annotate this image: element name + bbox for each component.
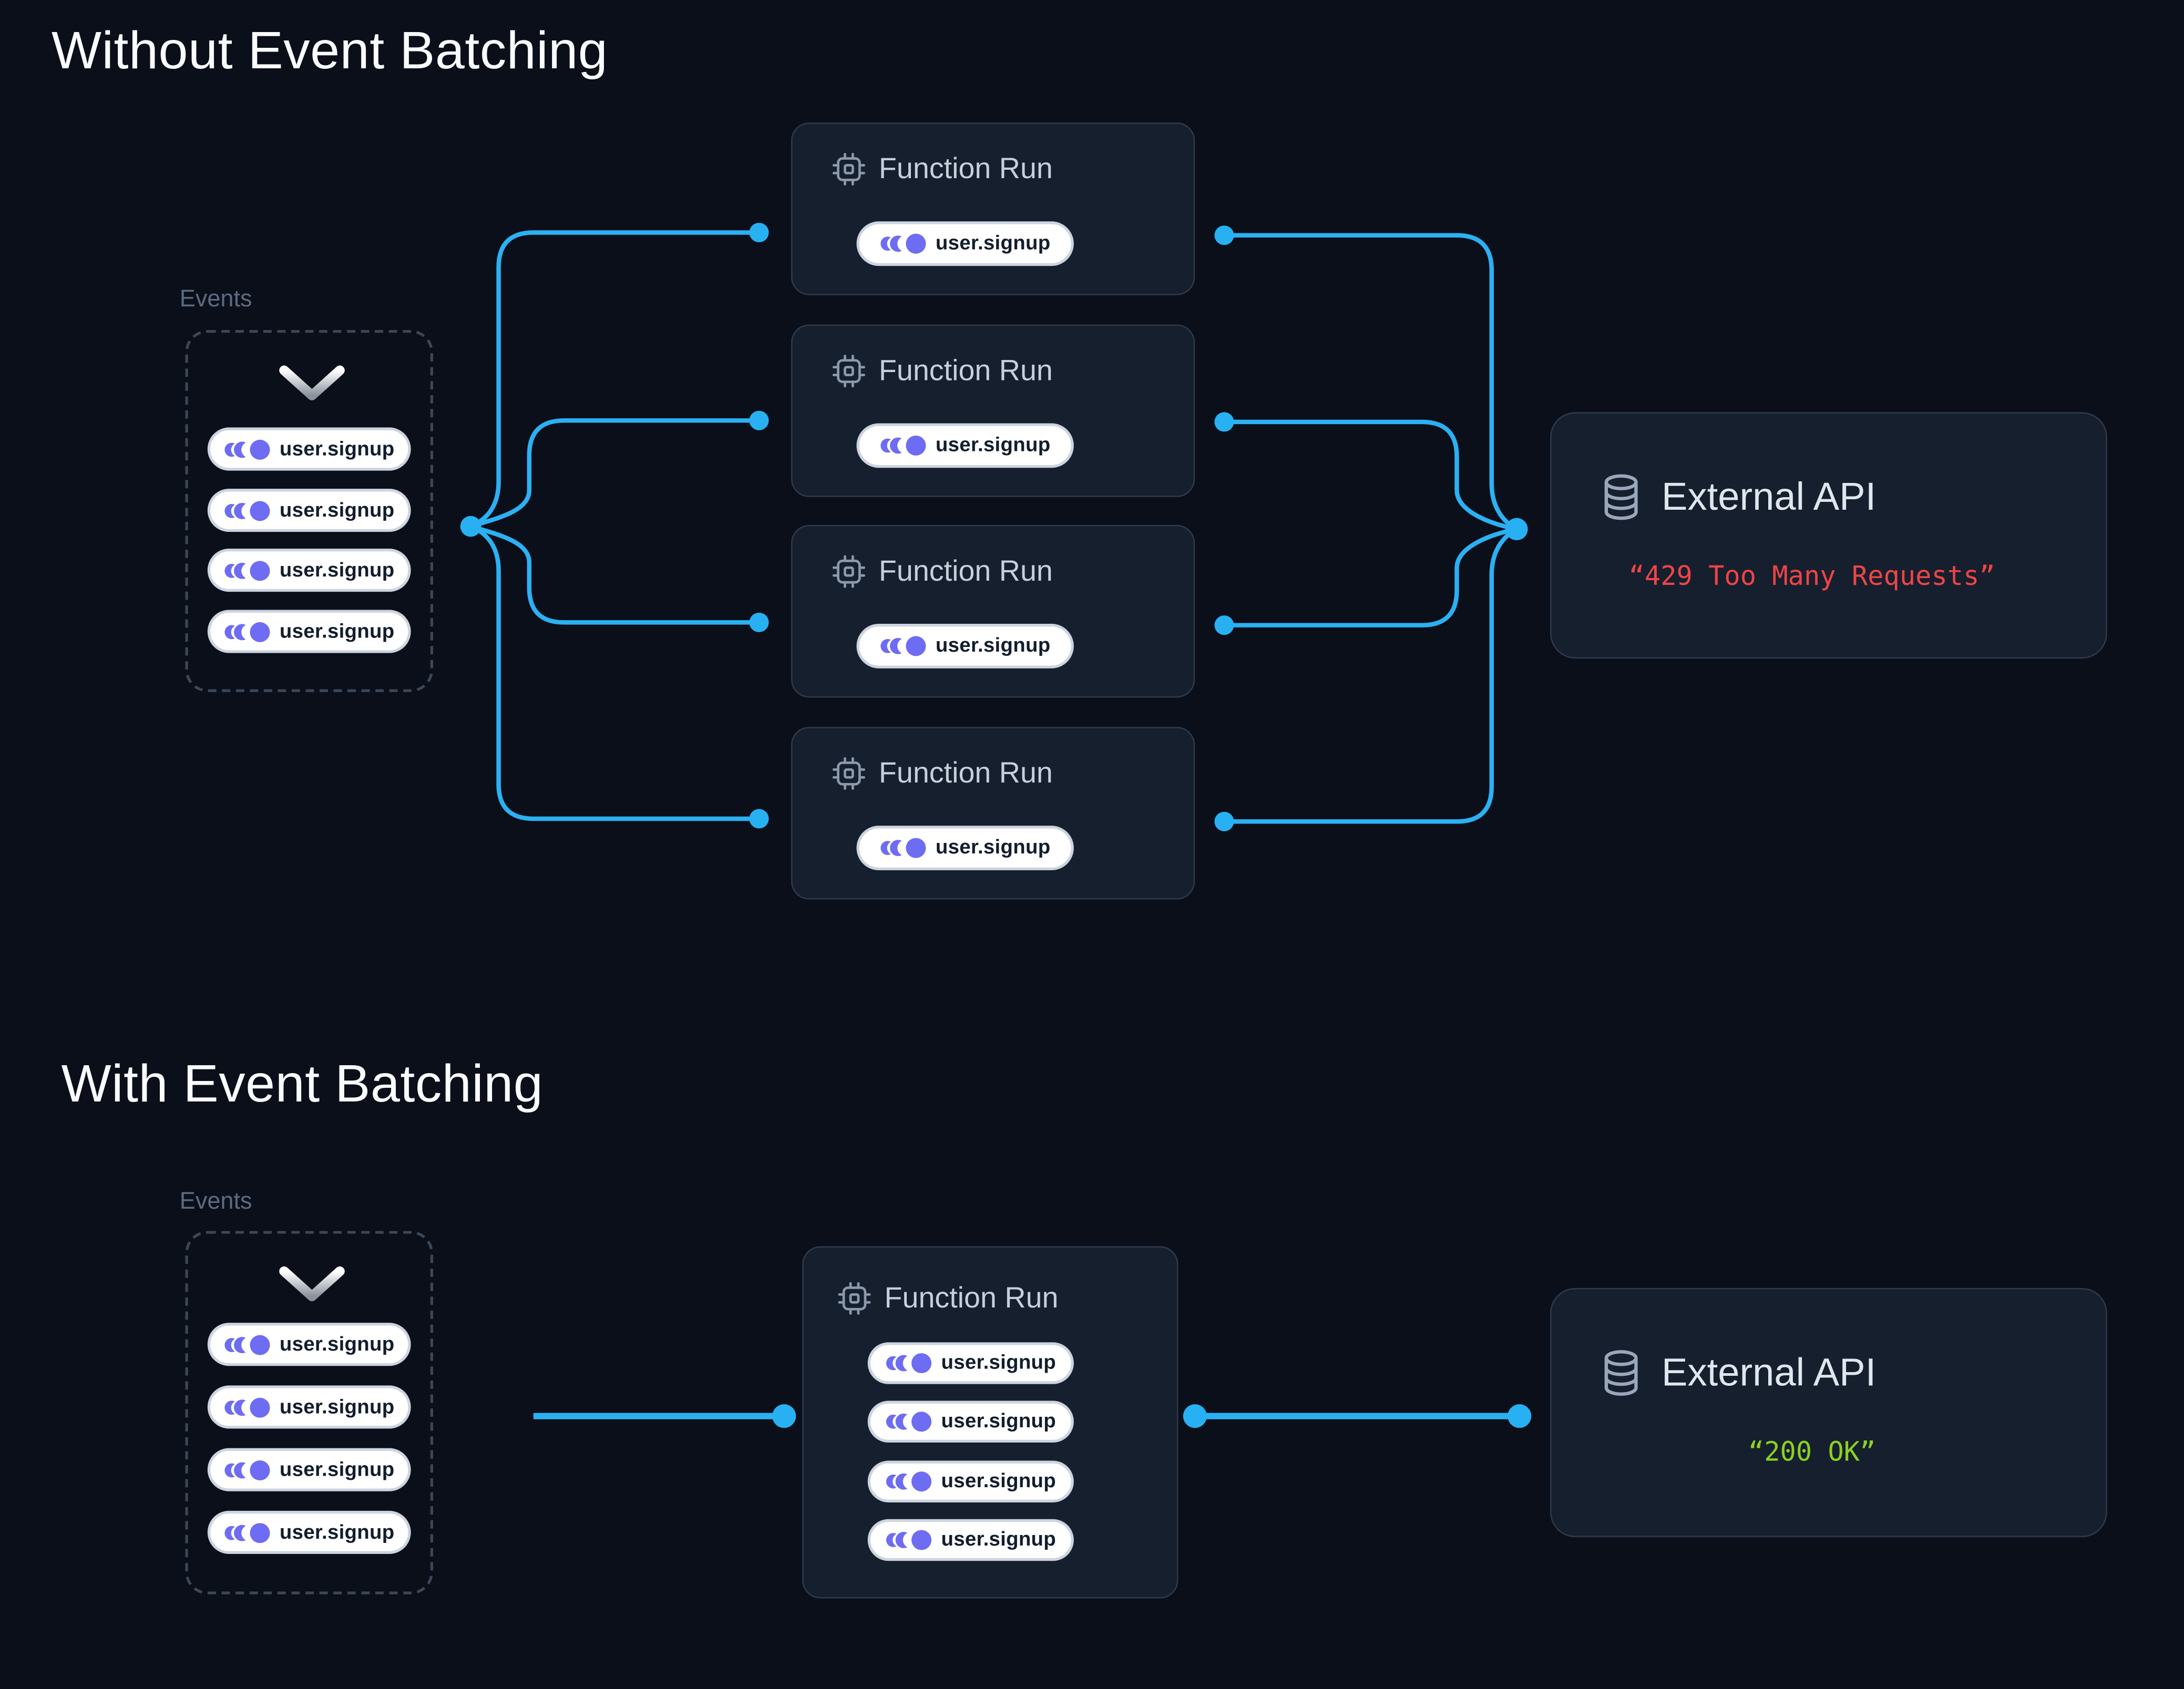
event-pill-label: user.signup <box>279 499 395 522</box>
event-pill: user.signup <box>207 489 411 532</box>
event-icon <box>886 1410 931 1433</box>
connector-dot <box>749 222 769 243</box>
api-response-text: “200 OK” <box>1748 1437 1876 1468</box>
event-pill: user.signup <box>207 1323 411 1366</box>
event-pill: user.signup <box>856 826 1074 871</box>
event-pill-label: user.signup <box>279 1396 395 1418</box>
cpu-chip-icon <box>837 1281 871 1316</box>
function-run-card: Function Run user.signup user.signup use… <box>802 1246 1178 1599</box>
connector-dot <box>1214 615 1234 635</box>
connector-dot <box>749 410 769 430</box>
connector-dot <box>1508 1404 1532 1428</box>
section-title-with: With Event Batching <box>61 1055 544 1114</box>
event-pill: user.signup <box>207 427 411 471</box>
events-box <box>185 1231 434 1594</box>
event-icon <box>224 499 270 521</box>
external-api-card: External API “200 OK” <box>1550 1288 2107 1538</box>
cpu-chip-icon <box>832 354 866 388</box>
cpu-chip-icon <box>832 152 866 187</box>
events-label: Events <box>179 285 252 312</box>
event-pill: user.signup <box>867 1342 1074 1384</box>
event-pill-label: user.signup <box>279 559 395 582</box>
event-pill-label: user.signup <box>279 1458 395 1481</box>
event-pill: user.signup <box>856 221 1074 266</box>
event-pill: user.signup <box>207 1510 411 1554</box>
event-pill-label: user.signup <box>935 635 1051 657</box>
function-run-label: Function Run <box>878 757 1053 789</box>
event-pill-label: user.signup <box>941 1410 1057 1433</box>
connector-dot <box>1214 225 1234 245</box>
event-pill-label: user.signup <box>935 837 1051 859</box>
function-run-card: Function Run user.signup <box>791 324 1195 497</box>
connector-dot <box>1505 518 1528 541</box>
event-pill: user.signup <box>867 1519 1074 1561</box>
event-pill-label: user.signup <box>935 232 1051 255</box>
event-pill: user.signup <box>867 1400 1074 1443</box>
event-pill-label: user.signup <box>941 1352 1057 1375</box>
event-pill-label: user.signup <box>279 1521 395 1544</box>
function-run-card: Function Run user.signup <box>791 122 1195 295</box>
function-run-label: Function Run <box>878 152 1053 185</box>
event-icon <box>224 559 270 581</box>
connector-dot <box>749 612 769 632</box>
event-pill: user.signup <box>207 610 411 653</box>
database-icon <box>1599 1348 1644 1398</box>
connector-dot <box>460 516 481 537</box>
cpu-chip-icon <box>832 554 866 589</box>
event-icon <box>224 620 270 642</box>
event-icon <box>880 435 926 457</box>
api-response-text: “429 Too Many Requests” <box>1628 561 1995 592</box>
chevron-down-icon <box>277 359 346 407</box>
connector-dot <box>1214 412 1234 432</box>
event-pill: user.signup <box>207 548 411 592</box>
event-icon <box>224 1521 270 1543</box>
event-icon <box>880 837 926 859</box>
event-pill: user.signup <box>856 423 1074 468</box>
event-icon <box>224 1396 270 1418</box>
event-pill: user.signup <box>867 1460 1074 1502</box>
event-pill-label: user.signup <box>935 434 1051 457</box>
function-run-label: Function Run <box>878 554 1053 587</box>
event-icon <box>886 1470 931 1492</box>
event-pill: user.signup <box>207 1448 411 1491</box>
chevron-down-icon <box>277 1260 346 1307</box>
database-icon <box>1599 472 1644 522</box>
section-title-without: Without Event Batching <box>52 22 608 81</box>
connector-dot <box>1214 811 1234 831</box>
event-pill-label: user.signup <box>941 1470 1057 1493</box>
event-pill: user.signup <box>856 624 1074 668</box>
function-run-label: Function Run <box>878 354 1053 387</box>
event-icon <box>224 1333 270 1355</box>
event-pill-label: user.signup <box>279 1333 395 1356</box>
connector-dot <box>749 809 769 829</box>
function-run-card: Function Run user.signup <box>791 727 1195 900</box>
events-box <box>185 329 434 692</box>
event-icon <box>886 1352 931 1374</box>
event-pill: user.signup <box>207 1385 411 1429</box>
event-pill-label: user.signup <box>941 1529 1057 1551</box>
external-api-label: External API <box>1662 475 1877 518</box>
event-icon <box>880 232 926 254</box>
event-icon <box>224 1458 270 1480</box>
function-run-card: Function Run user.signup <box>791 524 1195 698</box>
event-icon <box>224 438 270 460</box>
events-label: Events <box>179 1188 252 1214</box>
cpu-chip-icon <box>832 756 866 791</box>
external-api-label: External API <box>1662 1351 1877 1394</box>
connector-dot <box>1183 1404 1207 1428</box>
connector-dot <box>772 1404 796 1428</box>
event-icon <box>880 635 926 657</box>
function-run-label: Function Run <box>884 1281 1059 1314</box>
external-api-card: External API “429 Too Many Requests” <box>1550 412 2107 659</box>
event-pill-label: user.signup <box>279 620 395 643</box>
event-pill-label: user.signup <box>279 438 395 460</box>
event-icon <box>886 1529 931 1551</box>
